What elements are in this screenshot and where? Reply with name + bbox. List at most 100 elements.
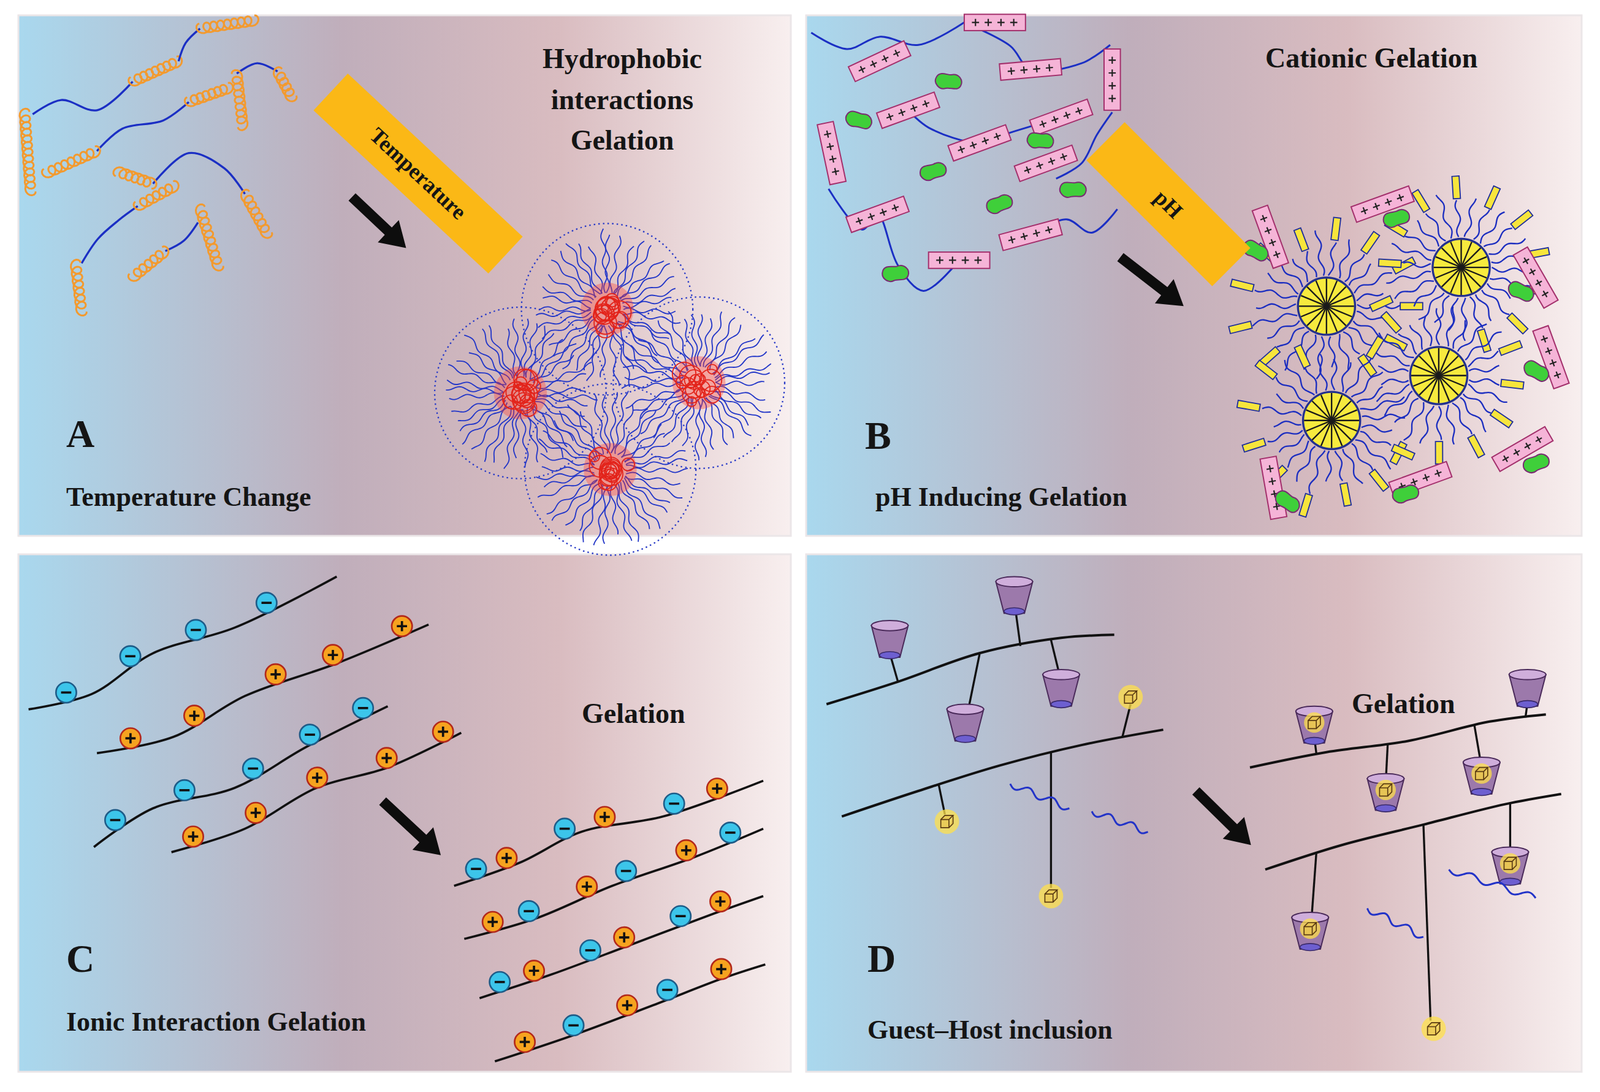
micelle-core (513, 392, 535, 414)
core-stripe (1306, 410, 1358, 431)
anion (104, 809, 126, 831)
charge-sign (470, 867, 482, 870)
core-stripe (1413, 364, 1464, 386)
anion (720, 822, 741, 843)
hydrophobic-coil (273, 67, 297, 102)
micelle-strand (1480, 212, 1505, 244)
anion (120, 646, 141, 667)
micelle-strand (1342, 448, 1363, 484)
cation (514, 1031, 535, 1052)
micelle-core (606, 296, 620, 310)
charge-sign (681, 845, 692, 856)
plus-mark (974, 256, 983, 265)
yellow-segment (1391, 444, 1415, 460)
charge-sign (327, 649, 339, 661)
anion (670, 906, 691, 927)
guest-cube (1303, 922, 1317, 935)
cup-base (1004, 607, 1025, 615)
stimulus-band: Temperature (313, 73, 523, 274)
yellow-segment (1369, 468, 1390, 492)
panel-heading: Cationic Gelation (1265, 41, 1478, 75)
plus-mark (1548, 358, 1558, 368)
yellow-segment (1378, 258, 1402, 268)
hydrophobic-coil (113, 167, 157, 189)
plus-mark (1010, 19, 1018, 27)
panel: Cationic GelationBpH Inducing GelationpH (806, 15, 1582, 536)
micelle-strand (1409, 324, 1423, 350)
micelle-core (1432, 238, 1490, 296)
segment-box (845, 196, 910, 233)
plus-mark (1272, 250, 1282, 260)
micelle-strand (1335, 451, 1344, 481)
host-cup (871, 620, 908, 659)
band-label: Temperature (364, 121, 473, 225)
plus-mark (897, 107, 907, 118)
drug-molecule (1505, 278, 1537, 306)
micelle-strand (1435, 194, 1452, 239)
plus-mark (1520, 255, 1531, 266)
plus-mark (1038, 119, 1048, 129)
plus-mark (984, 19, 992, 27)
anion (563, 1015, 584, 1036)
micelle-strand (1325, 451, 1332, 482)
cation (676, 839, 697, 861)
micelle-strand (1319, 353, 1327, 390)
host-cup (1491, 847, 1529, 886)
micelle-strand (1457, 323, 1487, 352)
drug-molecule (1026, 130, 1056, 151)
micelle-strand (1351, 372, 1383, 398)
hydrophobic-coil (240, 189, 273, 238)
plus-mark (1527, 266, 1538, 277)
hydrophobic-coil (195, 204, 224, 271)
panel-ground (18, 15, 791, 536)
panel-ground (806, 554, 1582, 1072)
micelle-core (598, 476, 612, 490)
yellow-segment (1241, 438, 1266, 452)
panel-heading: Gelation (581, 696, 686, 731)
cation (614, 926, 635, 948)
guest-polymer (1449, 869, 1536, 899)
segment-box (947, 124, 1011, 161)
process-arrow (1117, 253, 1184, 306)
charge-sign (381, 752, 392, 764)
micelle-strand (1338, 334, 1349, 371)
panel-caption: Guest–Host inclusion (867, 1013, 1113, 1047)
panel-grounds (18, 15, 1582, 1072)
micelle-outline (524, 383, 697, 556)
yellow-segment (1400, 302, 1423, 311)
charge-sign (619, 932, 630, 943)
guest-cube (1379, 783, 1392, 796)
plus-mark (971, 19, 980, 27)
yellow-segment (1467, 434, 1485, 458)
drug-molecule (1521, 452, 1551, 475)
host-cup (1295, 706, 1333, 745)
plus-mark (1007, 235, 1016, 244)
yellow-segment (1366, 335, 1385, 359)
cationic-segment (845, 196, 910, 233)
plus-mark (936, 256, 944, 265)
plus-mark (890, 203, 900, 213)
drug-molecule (984, 193, 1014, 216)
micelle-strand (1403, 261, 1431, 268)
cup-base (1517, 700, 1538, 709)
cup-rim (996, 576, 1033, 587)
anion (663, 793, 685, 814)
micelle-outline (521, 223, 694, 396)
panel-letter: D (867, 935, 896, 983)
cation (482, 911, 503, 932)
yellow-segment (1294, 228, 1309, 252)
micelle-strand (1353, 321, 1383, 338)
cup-base (1300, 943, 1321, 951)
plus-mark (866, 212, 877, 222)
cationic-segment (817, 121, 846, 185)
micelle-strand (1470, 296, 1483, 328)
charge-sign (620, 869, 632, 873)
plus-mark (1268, 476, 1277, 485)
micelle-strand (1468, 383, 1508, 403)
cation (376, 747, 397, 769)
plus-mark (1020, 232, 1029, 241)
micelle-core (679, 365, 702, 388)
cationic-segment (1014, 145, 1078, 182)
cup-base (879, 651, 900, 660)
